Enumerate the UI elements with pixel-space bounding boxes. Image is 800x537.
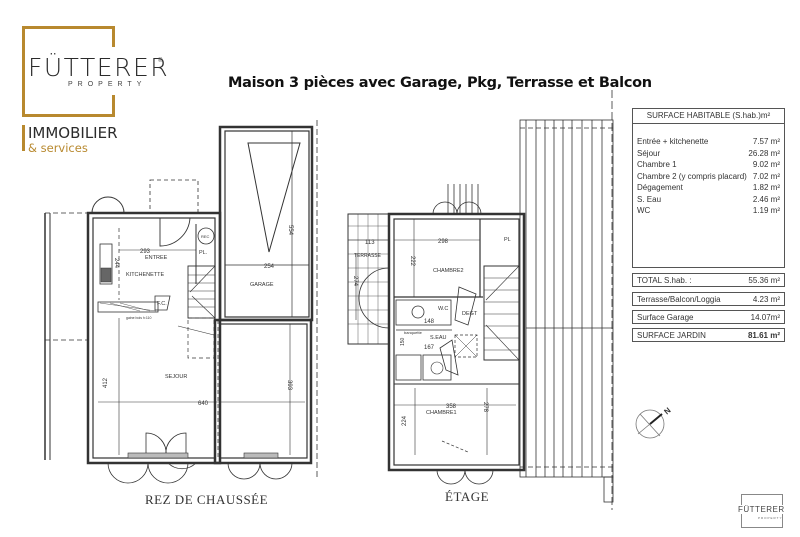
label-gaine: gaine bois h:110 — [126, 316, 151, 320]
surface-row: Entrée + kitchenette 7.57 m² — [633, 136, 784, 148]
garden-pergola — [519, 90, 614, 510]
surface-row-label: Séjour — [637, 148, 661, 158]
total-surface-habitable: TOTAL S.hab. : 55.36 m² — [632, 273, 785, 287]
dim-254: 254 — [264, 264, 275, 270]
label-pl: PL. — [199, 250, 208, 256]
ground-floor-plan — [44, 120, 318, 484]
surface-row-value: 7.57 m² — [752, 137, 780, 146]
dim-167: 167 — [424, 345, 435, 351]
logo-frame-right-bottom — [112, 95, 115, 117]
page-title: Maison 3 pièces avec Garage, Pkg, Terras… — [228, 75, 652, 91]
dim-222: 222 — [409, 256, 415, 267]
total-value: 14.07m² — [750, 312, 780, 322]
surface-row-label: Chambre 2 (y compris placard) — [637, 171, 747, 181]
surface-row-value: 9.02 m² — [752, 160, 780, 169]
total-label: SURFACE JARDIN — [637, 330, 706, 340]
surface-table-header: SURFACE HABITABLE (S.hab.)m² — [633, 109, 784, 124]
logo-name: FÜTTERER — [28, 53, 172, 82]
label-pl-upper: PL — [504, 237, 511, 243]
upper-floor-plan — [347, 184, 526, 485]
surface-row-value: 2.46 m² — [752, 194, 780, 204]
surface-row-label: Chambre 1 — [637, 160, 677, 169]
surface-row-value: 1.19 m² — [752, 206, 780, 215]
footer-logo-subtitle: PROPERTY — [758, 516, 783, 520]
surface-row-label: S. Eau — [637, 194, 662, 204]
dim-278: 278 — [482, 402, 488, 413]
total-label: TOTAL S.hab. : — [637, 275, 692, 285]
upper-floor-label: ÉTAGE — [445, 489, 490, 504]
dim-244: 244 — [113, 258, 119, 269]
dim-274: 274 — [352, 276, 358, 287]
logo-frame-right-top — [112, 26, 115, 47]
total-value: 55.36 m² — [748, 275, 780, 285]
surface-row: S. Eau 2.46 m² — [633, 194, 784, 206]
dim-148: 148 — [424, 319, 435, 325]
label-terrasse: TERRASSE — [354, 253, 382, 259]
footer-logo-name: FÜTTERER — [738, 505, 785, 514]
total-terrasse-balcon: Terrasse/Balcon/Loggia 4.23 m² — [632, 292, 785, 306]
logo-registered-mark: ® — [158, 58, 163, 64]
total-label: Terrasse/Balcon/Loggia — [637, 294, 721, 304]
label-sejour: SEJOUR — [165, 374, 187, 380]
dim-298: 298 — [438, 239, 449, 245]
north-compass-icon — [635, 409, 665, 439]
dim-293: 293 — [140, 249, 151, 255]
surface-row-value: 7.02 m² — [752, 171, 780, 181]
surface-row-value: 1.82 m² — [752, 183, 780, 192]
total-surface-garage: Surface Garage 14.07m² — [632, 310, 785, 324]
dim-150: 150 — [400, 337, 406, 346]
surface-habitable-table: SURFACE HABITABLE (S.hab.)m² Entrée + ki… — [632, 108, 785, 268]
surface-row-value: 26.28 m² — [748, 148, 780, 158]
surface-row: Dégagement 1.82 m² — [633, 182, 784, 194]
logo-immobilier: IMMOBILIER — [28, 124, 118, 142]
dim-358: 358 — [446, 404, 457, 410]
compass-north-label: N — [662, 406, 672, 417]
logo-frame — [22, 26, 115, 117]
dim-224: 224 — [402, 415, 408, 426]
dim-113: 113 — [365, 240, 375, 246]
label-garage: GARAGE — [250, 282, 274, 288]
label-degt: DEGT — [462, 311, 478, 317]
label-chambre1: CHAMBRE1 — [426, 410, 457, 416]
surface-row-label: Dégagement — [637, 183, 683, 192]
logo-accent-bar — [22, 125, 25, 151]
dim-554: 554 — [287, 225, 293, 236]
total-surface-jardin: SURFACE JARDIN 81.61 m² — [632, 328, 785, 342]
label-seau: S.EAU — [430, 335, 447, 341]
total-value: 4.23 m² — [752, 294, 780, 304]
surface-row: Chambre 2 (y compris placard) 7.02 m² — [633, 171, 784, 183]
label-rec: REC — [201, 234, 210, 239]
surface-row-label: Entrée + kitchenette — [637, 137, 709, 146]
surface-row: Séjour 26.28 m² — [633, 148, 784, 160]
dim-640: 640 — [198, 401, 209, 407]
total-label: Surface Garage — [637, 312, 694, 322]
label-entree: ENTREE — [145, 255, 168, 261]
total-value: 81.61 m² — [747, 330, 780, 340]
label-banquette: banquette — [404, 330, 423, 335]
logo-services: & services — [28, 141, 88, 155]
dim-393: 393 — [286, 380, 292, 391]
logo-subtitle: PROPERTY — [68, 81, 147, 88]
dim-412: 412 — [103, 377, 109, 388]
ground-floor-label: REZ DE CHAUSSÉE — [145, 492, 269, 507]
label-fc: F.C. — [157, 301, 167, 307]
surface-row: Chambre 1 9.02 m² — [633, 159, 784, 171]
label-wc: W.C — [438, 306, 448, 312]
surface-row-label: WC — [637, 206, 651, 215]
label-kitchenette: KITCHENETTE — [126, 272, 165, 278]
surface-row: WC 1.19 m² — [633, 205, 784, 217]
label-chambre2: CHAMBRE2 — [433, 268, 464, 274]
